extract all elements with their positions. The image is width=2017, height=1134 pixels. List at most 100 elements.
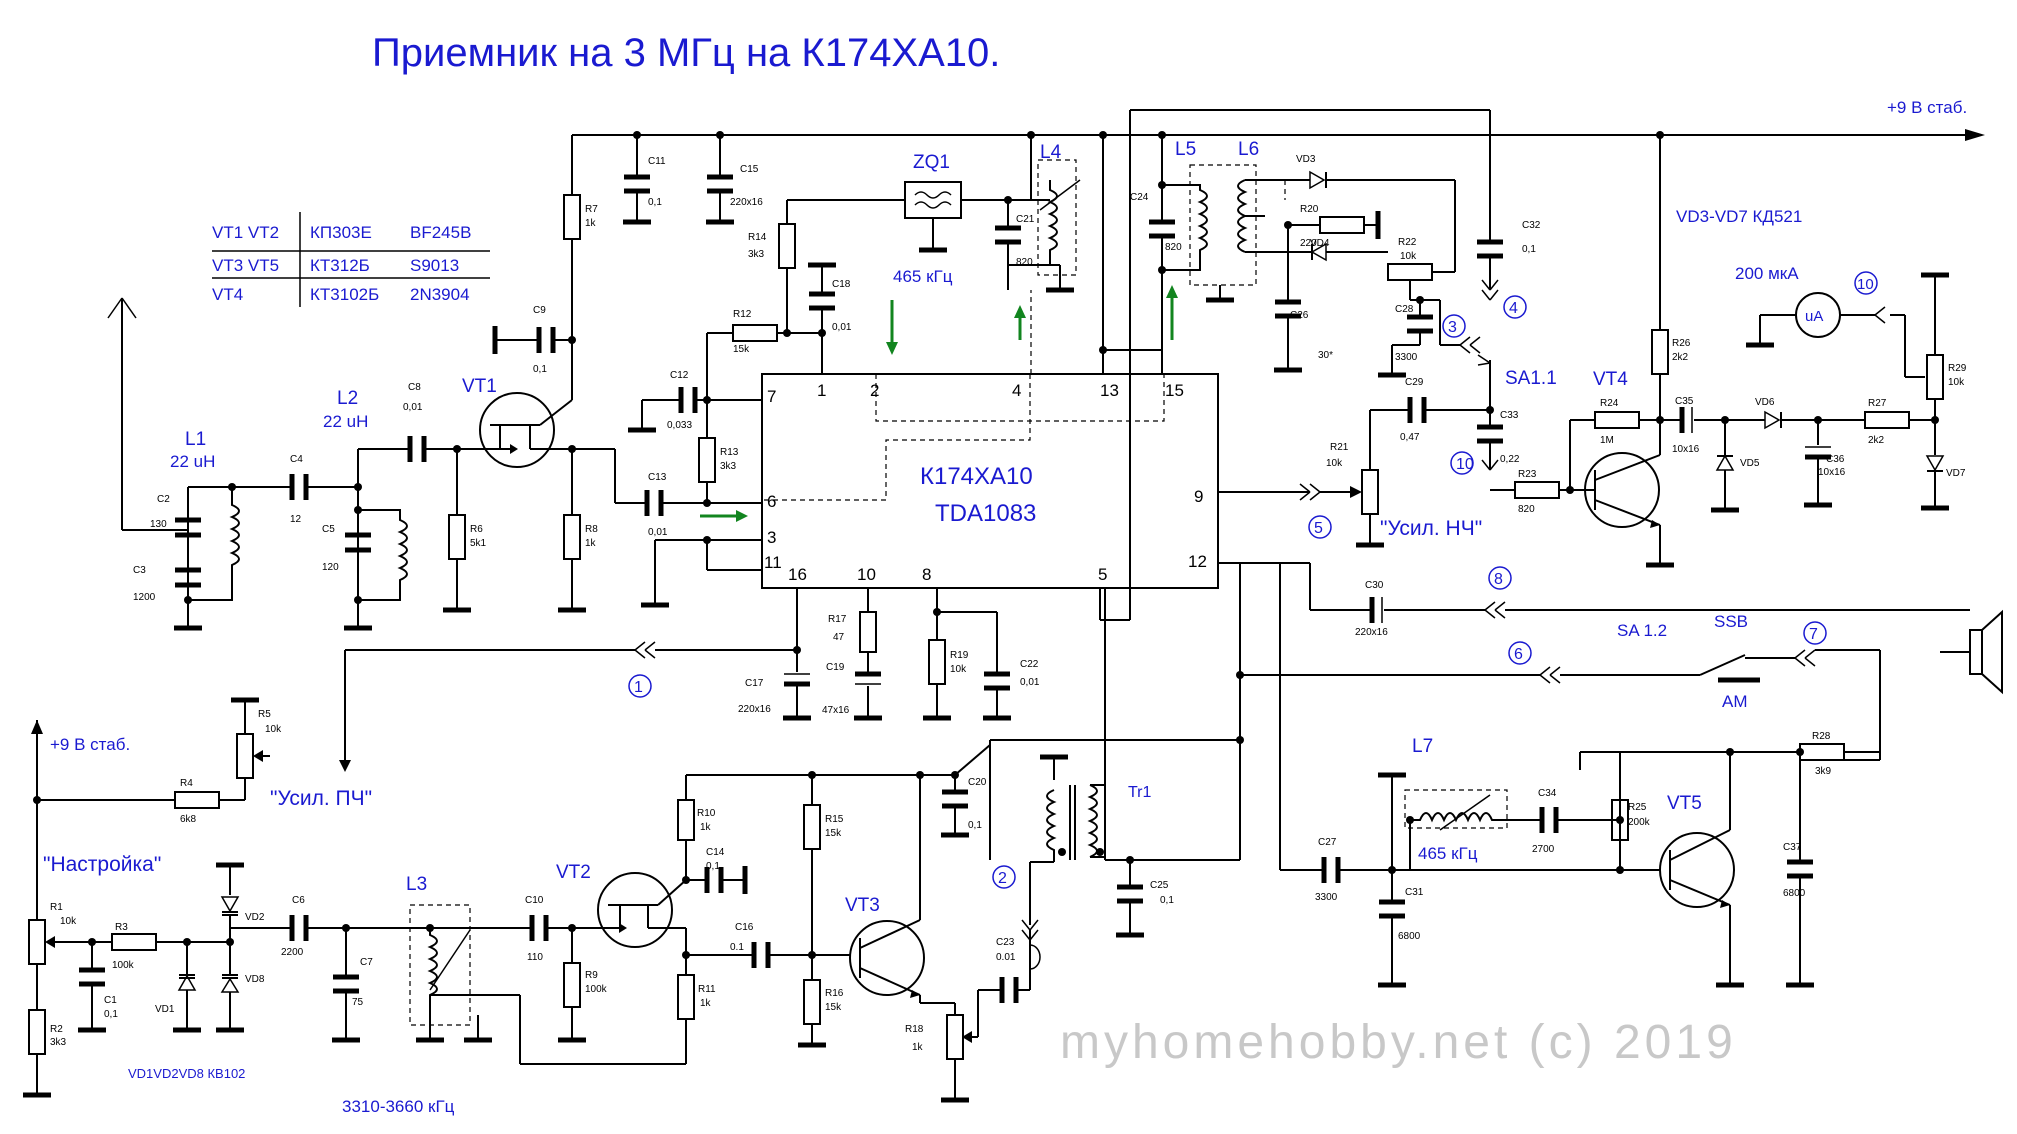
c32-value: 0,1: [1522, 244, 1536, 255]
c24-value: 820: [1165, 242, 1182, 253]
vd3-label: VD3: [1296, 154, 1316, 165]
c20-value: 0,1: [968, 820, 982, 831]
r29-value: 10k: [1948, 377, 1965, 388]
r8-label: R8: [585, 524, 598, 535]
am-label: AM: [1722, 692, 1748, 711]
vt3-transistor: VT3: [845, 895, 925, 998]
r16-label: R16: [825, 988, 844, 999]
c37-label: C37: [1783, 842, 1802, 853]
c26-value: 30*: [1318, 350, 1333, 361]
c15-value: 220x16: [730, 197, 763, 208]
c20-label: C20: [968, 777, 987, 788]
vd4-label: VD4: [1310, 238, 1330, 249]
ic-pin-8: 8: [922, 565, 931, 584]
vt1-transistor: VT1: [462, 376, 573, 468]
r2-value: 3k3: [50, 1037, 67, 1048]
marker-2: 2: [998, 870, 1007, 887]
r23-label: R23: [1518, 469, 1537, 480]
c5-label: C5: [322, 524, 335, 535]
c23-value: 0.01: [996, 952, 1016, 963]
c27-value: 3300: [1315, 892, 1338, 903]
c34-value: 2700: [1532, 844, 1555, 855]
r7-value: 1k: [585, 218, 597, 229]
c17-label: C17: [745, 678, 764, 689]
connection-markers: 3 4 5 10 8 6 7 10 1 2: [628, 271, 1878, 889]
vt3-label: VT3: [845, 895, 880, 916]
vd7-label: VD7: [1946, 468, 1966, 479]
r19-label: R19: [950, 650, 969, 661]
c37-value: 6800: [1783, 888, 1806, 899]
c14-value: 0,1: [706, 861, 720, 872]
r10-value: 1k: [700, 822, 712, 833]
r22-label: R22: [1398, 237, 1417, 248]
r4-value: 6k8: [180, 814, 197, 825]
r26-value: 2k2: [1672, 352, 1689, 363]
ic-pin-12: 12: [1188, 552, 1207, 571]
vd8-label: VD8: [245, 974, 265, 985]
r14-value: 3k3: [748, 249, 765, 260]
microammeter: uA 200 мкА: [1735, 264, 1886, 348]
l7-label: L7: [1412, 736, 1433, 757]
usil-nch-label: "Усил. НЧ": [1380, 517, 1482, 540]
r16-value: 15k: [825, 1002, 842, 1013]
r22-value: 10k: [1400, 251, 1417, 262]
r8-value: 1k: [585, 538, 597, 549]
c14-label: C14: [706, 847, 725, 858]
l1-value: 22 uH: [170, 452, 215, 471]
c16-value: 0.1: [730, 942, 744, 953]
r15-value: 15k: [825, 828, 842, 839]
c9-value: 0,1: [533, 364, 547, 375]
r10-label: R10: [697, 808, 716, 819]
marker-3: 3: [1448, 319, 1457, 336]
c4-label: C4: [290, 454, 303, 465]
speaker: [1969, 609, 2003, 695]
vt2-label: VT2: [556, 862, 591, 883]
r13-label: R13: [720, 447, 739, 458]
c7-label: C7: [360, 957, 373, 968]
c2-value: 130: [150, 519, 167, 530]
r24-label: R24: [1600, 398, 1619, 409]
l7-freq: 465 кГц: [1418, 844, 1478, 863]
transistor-table: VT1 VT2 КП303Е BF245B VT3 VT5 КТ312Б S90…: [212, 212, 490, 307]
marker-6: 6: [1514, 646, 1523, 663]
vt4-transistor: VT4: [1584, 369, 1661, 528]
c28-value: 3300: [1395, 352, 1418, 363]
c25-value: 0,1: [1160, 895, 1174, 906]
l5-label: L5: [1175, 139, 1196, 160]
ic-name-alt: TDA1083: [935, 500, 1036, 527]
c6-value: 2200: [281, 947, 304, 958]
meter-symbol: uA: [1805, 308, 1823, 325]
table-row3-ru: КТ3102Б: [310, 285, 379, 304]
r9-value: 100k: [585, 984, 608, 995]
c28-label: C28: [1395, 304, 1414, 315]
vt4-label: VT4: [1593, 369, 1628, 390]
r1-value: 10k: [60, 916, 77, 927]
table-row1-en: BF245B: [410, 223, 471, 242]
c16-label: C16: [735, 922, 754, 933]
c11-label: C11: [648, 156, 666, 167]
r2-label: R2: [50, 1024, 63, 1035]
sa11-label: SA1.1: [1505, 368, 1557, 389]
vd5-label: VD5: [1740, 458, 1760, 469]
c10-value: 110: [527, 952, 543, 963]
r6-value: 5k1: [470, 538, 487, 549]
l4-label: L4: [1040, 142, 1062, 163]
table-row3-en: 2N3904: [410, 285, 470, 304]
varicap-note: VD1VD2VD8 КВ102: [128, 1066, 245, 1081]
c13-label: C13: [648, 472, 667, 483]
c3-value: 1200: [133, 592, 156, 603]
ic-pin-13: 13: [1100, 381, 1119, 400]
ic-name: К174ХА10: [920, 463, 1033, 490]
c15-label: C15: [740, 164, 759, 175]
l3-coil: L3: [406, 874, 492, 1043]
table-row1-ref: VT1 VT2: [212, 223, 279, 242]
ic-pin-5: 5: [1098, 565, 1107, 584]
table-row2-ref: VT3 VT5: [212, 256, 279, 275]
meter-label: 200 мкА: [1735, 264, 1799, 283]
c35-label: C35: [1675, 396, 1694, 407]
zq1-label: ZQ1: [913, 152, 950, 173]
c36-value: 10x16: [1818, 467, 1846, 478]
l2-value: 22 uH: [323, 412, 368, 431]
r6-label: R6: [470, 524, 483, 535]
